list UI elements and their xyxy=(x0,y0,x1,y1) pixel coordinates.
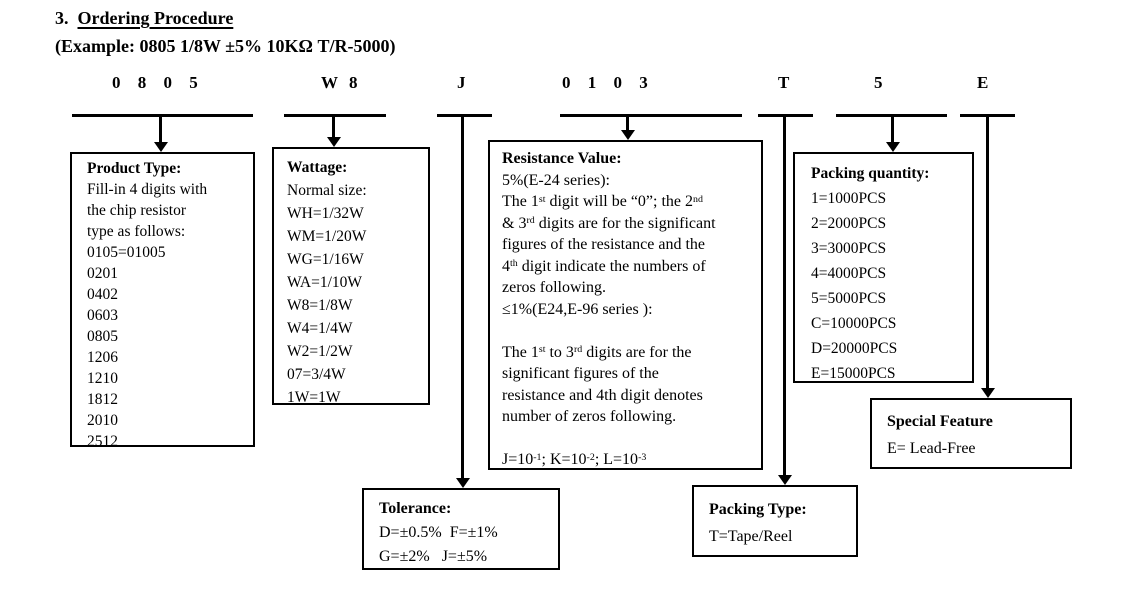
text-line: WM=1/20W xyxy=(287,228,367,245)
product-type-box: Product Type: Fill-in 4 digits with the c… xyxy=(70,152,255,450)
tolerance-box: Tolerance: D=±0.5% F=±1% G=±2% J=±5% xyxy=(362,488,560,570)
code-segment-packing-type: T xyxy=(778,73,790,92)
packing-type-box: Packing Type: T=Tape/Reel xyxy=(692,485,858,557)
text-line: 2010 xyxy=(87,412,118,429)
section-title: Ordering Procedure xyxy=(77,8,234,28)
text-line: type as follows: xyxy=(87,223,186,240)
special-feature-box-body: E= Lead-Free xyxy=(887,435,1066,462)
text-line: 2=2000PCS xyxy=(811,215,887,232)
text-line: 0805 xyxy=(87,328,118,345)
wattage-box: Wattage: Normal size: WH=1/32W WM=1/20W WG=… xyxy=(272,147,430,406)
text-line: 0105=01005 xyxy=(87,244,166,261)
arrow-to-resistance-box xyxy=(620,130,635,140)
resistance-value-box: Resistance Value: 5%(E-24 series): The 1s… xyxy=(488,140,763,470)
text-line: 4=4000PCS xyxy=(811,265,887,282)
text-line: ≤1%(E24,E-96 series ): xyxy=(502,300,653,318)
text-line: 5%(E-24 series): xyxy=(502,171,610,189)
arrow-to-packing-type-box xyxy=(777,475,792,485)
text-line: The 1st to 3rd digits are for the xyxy=(502,343,692,361)
text-line: W8=1/8W xyxy=(287,297,353,314)
text-line: 3=3000PCS xyxy=(811,240,887,257)
text-line: E= Lead-Free xyxy=(887,440,976,457)
text-line: 0201 xyxy=(87,265,118,282)
connector-product xyxy=(159,114,162,144)
text-line: 07=3/4W xyxy=(287,366,346,383)
underline-tolerance-code xyxy=(437,114,492,117)
text-line: E=15000PCS xyxy=(811,365,896,382)
code-segment-special-feature: E xyxy=(977,73,989,92)
underline-resistance-code xyxy=(560,114,742,117)
example-line: (Example: 0805 1/8W ±5% 10KΩ T/R-5000) xyxy=(55,36,396,56)
text-line: 1=1000PCS xyxy=(811,190,887,207)
connector-wattage xyxy=(332,114,335,139)
section-number: 3. xyxy=(55,8,69,28)
text-line: WH=1/32W xyxy=(287,205,364,222)
arrow-to-product-box xyxy=(153,142,168,152)
connector-tolerance xyxy=(461,114,464,479)
connector-packing-type xyxy=(783,114,786,476)
section-heading: 3. Ordering Procedure xyxy=(55,8,233,29)
product-type-box-title: Product Type: xyxy=(87,160,182,177)
tolerance-box-body: D=±0.5% F=±1% G=±2% J=±5% xyxy=(379,521,554,569)
special-feature-box: Special Feature E= Lead-Free xyxy=(870,398,1072,469)
code-segment-wattage: W 8 xyxy=(321,73,358,92)
text-line: 1210 xyxy=(87,370,118,387)
arrow-to-tolerance-box xyxy=(455,478,470,488)
text-line: Normal size: xyxy=(287,182,367,199)
wattage-box-title: Wattage: xyxy=(287,159,348,176)
text-line: 0603 xyxy=(87,307,118,324)
text-line: W4=1/4W xyxy=(287,320,353,337)
text-line: resistance and 4th digit denotes xyxy=(502,386,703,404)
text-line: D=±0.5% F=±1% xyxy=(379,524,498,541)
text-line: 4th digit indicate the numbers of xyxy=(502,257,706,275)
text-line: WG=1/16W xyxy=(287,251,364,268)
text-line: The 1st digit will be “0”; the 2nd xyxy=(502,193,703,210)
text-line: figures of the resistance and the xyxy=(502,236,706,253)
packing-quantity-box-body: 1=1000PCS 2=2000PCS 3=3000PCS 4=4000PCS 5=50… xyxy=(811,186,968,386)
text-line: the chip resistor xyxy=(87,202,187,219)
arrow-to-wattage-box xyxy=(326,137,341,147)
text-line: WA=1/10W xyxy=(287,274,363,291)
code-segment-tolerance: J xyxy=(457,73,466,92)
packing-type-box-body: T=Tape/Reel xyxy=(709,523,852,550)
text-line: 1W=1W xyxy=(287,389,341,406)
connector-special-feature xyxy=(986,114,989,389)
code-segment-product: 0 8 0 5 xyxy=(112,73,198,92)
product-type-box-body: Fill-in 4 digits with the chip resistor ty… xyxy=(87,179,247,452)
arrow-to-packing-quantity-box xyxy=(885,142,900,152)
underline-wattage-code xyxy=(284,114,386,117)
underline-product-code xyxy=(72,114,253,117)
text-line: 5=5000PCS xyxy=(811,290,887,307)
resistance-value-box-title: Resistance Value: xyxy=(502,150,622,167)
text-line: zeros following. xyxy=(502,279,606,296)
tolerance-box-title: Tolerance: xyxy=(379,500,452,517)
text-line: J=10-1; K=10-2; L=10-3 xyxy=(502,451,647,468)
text-line: & 3rd digits are for the significant xyxy=(502,214,716,232)
packing-type-box-title: Packing Type: xyxy=(709,501,807,518)
code-segment-resistance: 0 1 0 3 xyxy=(562,73,648,92)
code-segment-packing-quantity: 5 xyxy=(874,73,883,92)
text-line: 0402 xyxy=(87,286,118,303)
text-line: T=Tape/Reel xyxy=(709,528,793,545)
text-line: 2512 xyxy=(87,433,118,450)
packing-quantity-box-title: Packing quantity: xyxy=(811,165,930,182)
text-line: G=±2% J=±5% xyxy=(379,548,488,565)
text-line: Fill-in 4 digits with xyxy=(87,181,208,198)
text-line xyxy=(502,428,755,450)
text-line: significant figures of the xyxy=(502,365,659,382)
text-line: 1206 xyxy=(87,349,118,366)
connector-resistance xyxy=(626,114,629,131)
text-line: C=10000PCS xyxy=(811,315,897,332)
text-line: number of zeros following. xyxy=(502,408,677,425)
text-line xyxy=(502,320,755,342)
text-line: W2=1/2W xyxy=(287,343,353,360)
resistance-value-box-body: 5%(E-24 series): The 1st digit will be “0… xyxy=(502,170,755,471)
connector-packing-quantity xyxy=(891,114,894,143)
wattage-box-body: Normal size: WH=1/32W WM=1/20W WG=1/16W WA=1… xyxy=(287,179,424,409)
text-line: D=20000PCS xyxy=(811,340,898,357)
packing-quantity-box: Packing quantity: 1=1000PCS 2=2000PCS 3=30… xyxy=(793,152,974,383)
arrow-to-special-feature-box xyxy=(980,388,995,398)
special-feature-box-title: Special Feature xyxy=(887,413,993,430)
text-line: 1812 xyxy=(87,391,118,408)
